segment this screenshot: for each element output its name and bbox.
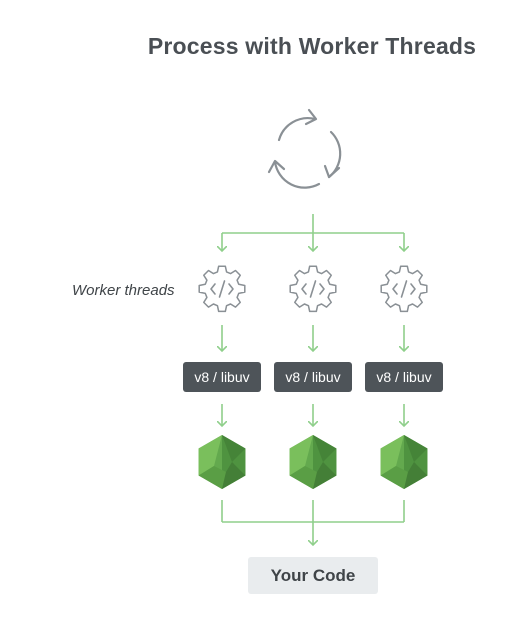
worker-gear-icon-3 bbox=[380, 265, 428, 313]
worker-gear-icon-2 bbox=[289, 265, 337, 313]
nodejs-hexagon-icon-2 bbox=[289, 435, 337, 489]
engine-to-runtime-arrows bbox=[222, 404, 404, 426]
engine-chip-2: v8 / libuv bbox=[274, 362, 352, 392]
nodejs-hexagon-icon-1 bbox=[198, 435, 246, 489]
split-connector bbox=[222, 214, 404, 251]
engine-chip-3: v8 / libuv bbox=[365, 362, 443, 392]
your-code-box: Your Code bbox=[248, 557, 378, 594]
nodejs-hexagon-icon-3 bbox=[380, 435, 428, 489]
cycle-arrows-icon bbox=[267, 108, 342, 189]
worker-gear-icon-1 bbox=[198, 265, 246, 313]
gear-to-engine-arrows bbox=[222, 325, 404, 351]
worker-threads-label: Worker threads bbox=[72, 282, 175, 299]
diagram-title: Process with Worker Threads bbox=[147, 33, 477, 59]
engine-chip-1: v8 / libuv bbox=[183, 362, 261, 392]
merge-connector bbox=[221, 500, 405, 545]
